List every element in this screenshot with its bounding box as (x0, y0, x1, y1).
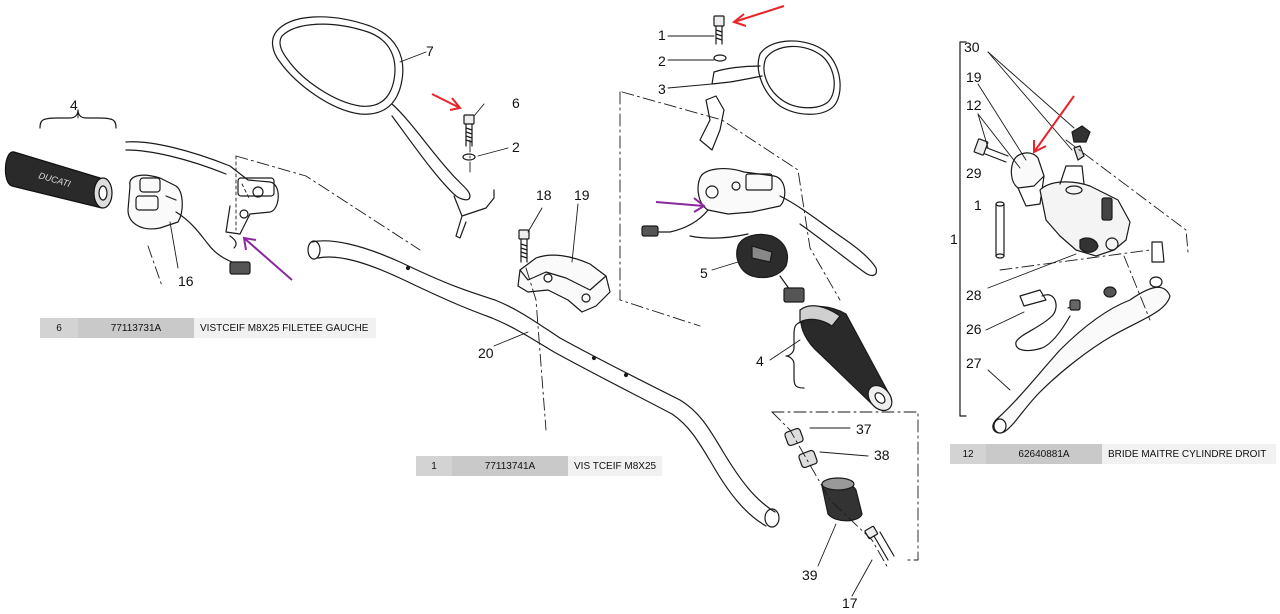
callout-29: 29 (966, 165, 982, 181)
parts-qty: 12 (950, 444, 986, 464)
callout-2-left: 2 (512, 139, 520, 155)
right-mirror (699, 15, 841, 151)
callout-19: 19 (574, 187, 590, 203)
right-switch-housing (736, 233, 805, 303)
parts-table-center: 1 77113741A VIS TCEIF M8X25 (416, 456, 662, 476)
parts-description: BRIDE MAITRE CYLINDRE DROIT (1102, 444, 1276, 464)
red-arrow-left (431, 93, 462, 111)
parts-description: VIS TCEIF M8X25 (568, 456, 662, 476)
right-lever-assembly (641, 168, 877, 277)
purple-arrow-right (655, 197, 706, 213)
left-switch-housing (127, 174, 251, 275)
callout-3: 3 (658, 81, 666, 97)
left-lever-assembly (125, 141, 279, 249)
right-grip (799, 305, 893, 412)
red-arrow-detail (1033, 95, 1075, 154)
callout-7: 7 (426, 43, 434, 59)
handlebar-tube (307, 240, 780, 528)
handlebar-clamp (517, 229, 611, 313)
parts-qty: 6 (40, 318, 78, 338)
parts-number: 77113741A (452, 456, 568, 476)
callout-1-mirror: 1 (658, 27, 666, 43)
callout-26: 26 (966, 321, 982, 337)
callout-5: 5 (700, 265, 708, 281)
callout-1-detail: 1 (974, 197, 982, 213)
callout-19-detail: 19 (966, 69, 982, 85)
red-arrow-top-right (731, 5, 785, 27)
callout-12: 12 (966, 97, 982, 113)
callout-28: 28 (966, 287, 982, 303)
callout-18: 18 (536, 187, 552, 203)
callout-20: 20 (478, 345, 494, 361)
callout-2-mirror: 2 (658, 53, 666, 69)
parts-description: VISTCEIF M8X25 FILETEE GAUCHE (194, 318, 376, 338)
callout-6: 6 (512, 95, 520, 111)
callout-27: 27 (966, 355, 982, 371)
parts-number: 77113731A (78, 318, 194, 338)
parts-table-left: 6 77113731A VISTCEIF M8X25 FILETEE GAUCH… (40, 318, 376, 338)
callout-16: 16 (178, 273, 194, 289)
leader-lines (77, 35, 1077, 597)
callout-39: 39 (802, 567, 818, 583)
left-mirror (271, 16, 495, 239)
parts-qty: 1 (416, 456, 452, 476)
right-detail-assembly (959, 41, 1171, 434)
callout-4-left: 4 (70, 97, 78, 113)
callout-30: 30 (964, 39, 980, 55)
left-mirror-bolt (462, 114, 476, 161)
left-grip: DUCATI (4, 151, 113, 209)
callout-17: 17 (842, 595, 858, 611)
callout-4-right: 4 (756, 353, 764, 369)
centerlines (147, 91, 1189, 569)
callout-37: 37 (856, 421, 872, 437)
parts-number: 62640881A (986, 444, 1102, 464)
callout-1-bracket: 1 (950, 231, 958, 247)
parts-table-right: 12 62640881A BRIDE MAITRE CYLINDRE DROIT (950, 444, 1276, 464)
callout-38: 38 (874, 447, 890, 463)
purple-arrow-left (242, 236, 293, 281)
